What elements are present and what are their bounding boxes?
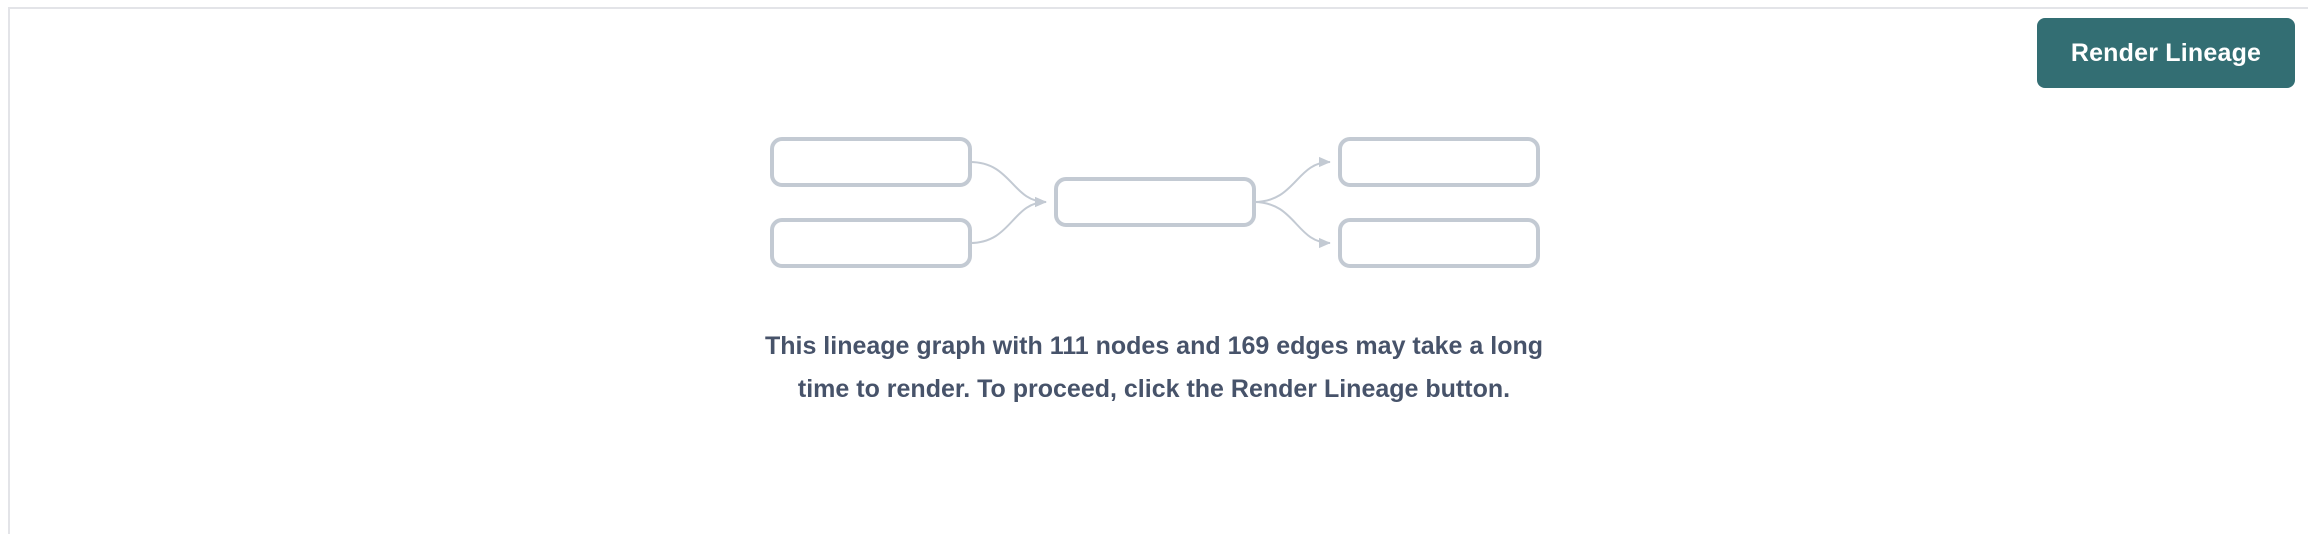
graph-node-left-upper: [770, 137, 972, 187]
edge-left-lower-to-center: [969, 196, 1047, 244]
panel-top-divider: [9, 7, 2308, 9]
graph-node-left-lower: [770, 218, 972, 268]
lineage-graph-svg: [770, 137, 1540, 268]
panel-left-divider: [8, 7, 10, 534]
graph-node-right-lower: [1338, 218, 1540, 268]
lineage-warning-message: This lineage graph with 111 nodes and 16…: [764, 332, 1544, 403]
edge-center-to-right-upper: [1253, 156, 1331, 203]
graph-node-center: [1054, 177, 1256, 227]
graph-node-right-upper: [1338, 137, 1540, 187]
edge-center-to-right-lower: [1253, 201, 1331, 249]
render-lineage-button[interactable]: Render Lineage: [2037, 18, 2295, 88]
edge-left-upper-to-center: [969, 161, 1047, 208]
